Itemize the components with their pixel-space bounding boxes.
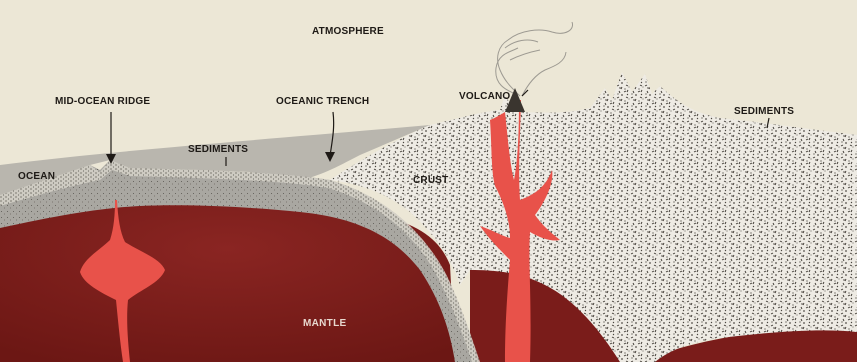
volcano-label: VOLCANO bbox=[459, 91, 510, 102]
oceanic-trench-label: OCEANIC TRENCH bbox=[276, 96, 369, 107]
mid-ocean-ridge-label: MID-OCEAN RIDGE bbox=[55, 96, 150, 107]
ocean-sediments-label: SEDIMENTS bbox=[188, 144, 248, 155]
mantle-label: MANTLE bbox=[303, 318, 346, 329]
ocean-label: OCEAN bbox=[18, 171, 55, 182]
crust-label: CRUST bbox=[413, 175, 448, 186]
land-sediments-label: SEDIMENTS bbox=[734, 106, 794, 117]
atmosphere-label: ATMOSPHERE bbox=[312, 26, 384, 37]
